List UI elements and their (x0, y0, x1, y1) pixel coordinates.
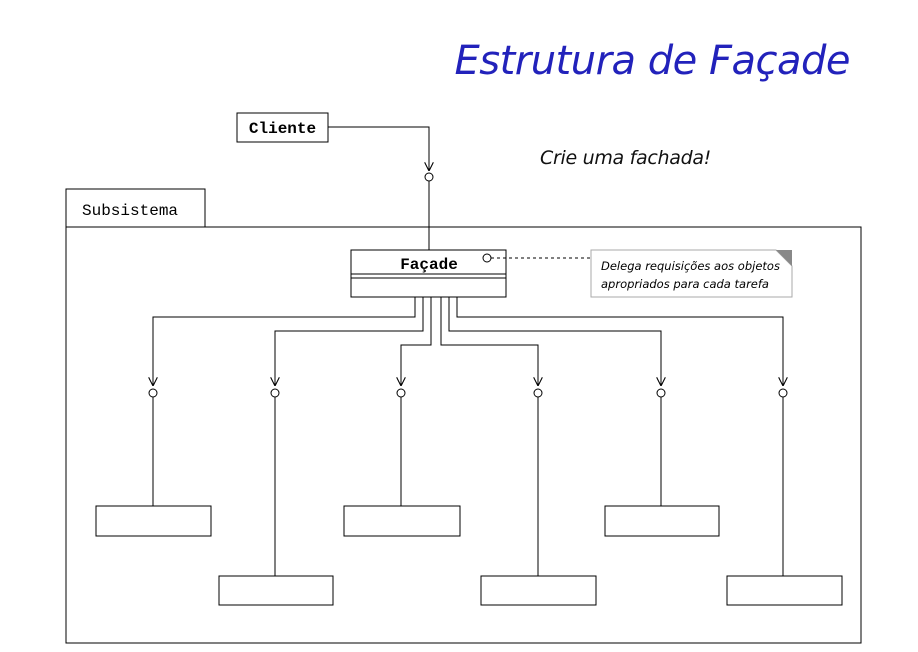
slide-title: Estrutura de Façade (454, 38, 850, 84)
subsystem-class-6 (726, 575, 843, 606)
interface-lollipop-4 (533, 388, 543, 398)
client-dependency-arrow (328, 126, 429, 171)
interface-lollipop-6 (778, 388, 788, 398)
subsystem-class-5 (604, 505, 720, 537)
facade-class: Façade (350, 249, 507, 298)
client-class: Cliente (236, 112, 329, 143)
interface-lollipop-2 (270, 388, 280, 398)
dependency-arrow-5 (448, 297, 661, 386)
subsystem-tab (65, 188, 206, 228)
client-label: Cliente (249, 120, 316, 138)
facade-label: Façade (400, 256, 458, 274)
client-box (236, 112, 329, 143)
dependency-arrow-4 (440, 297, 538, 386)
interface-lollipop-5 (656, 388, 666, 398)
dependency-arrow-3 (401, 297, 432, 386)
note-text: Delega requisições aos objetos apropriad… (601, 259, 784, 291)
note-line-1: Delega requisições aos objetos (601, 259, 780, 273)
interface-lollipop-1 (148, 388, 158, 398)
subsystem-class-4 (480, 575, 597, 606)
client-connector (328, 126, 434, 250)
interface-lollipop-3 (396, 388, 406, 398)
subsystem-interfaces (148, 388, 788, 576)
subsystem-dependencies (153, 297, 783, 386)
subsystem-class-3 (343, 505, 461, 537)
subsystem-classes (95, 505, 843, 606)
note-line-2: apropriados para cada tarefa (601, 277, 769, 291)
note-box (590, 249, 793, 298)
subsystem-label: Subsistema (82, 202, 178, 220)
dependency-arrow-6 (456, 297, 783, 386)
note-corner (776, 250, 792, 266)
slide-subtitle: Crie uma fachada! (540, 147, 712, 169)
subsystem-class-2 (218, 575, 334, 606)
dependency-arrow-1 (153, 297, 416, 386)
facade-interface-lollipop (424, 172, 434, 182)
note-anchor-circle (482, 253, 492, 263)
dependency-arrow-2 (275, 297, 424, 386)
facade-note: Delega requisições aos objetos apropriad… (491, 249, 793, 298)
subsystem-class-1 (95, 505, 212, 537)
